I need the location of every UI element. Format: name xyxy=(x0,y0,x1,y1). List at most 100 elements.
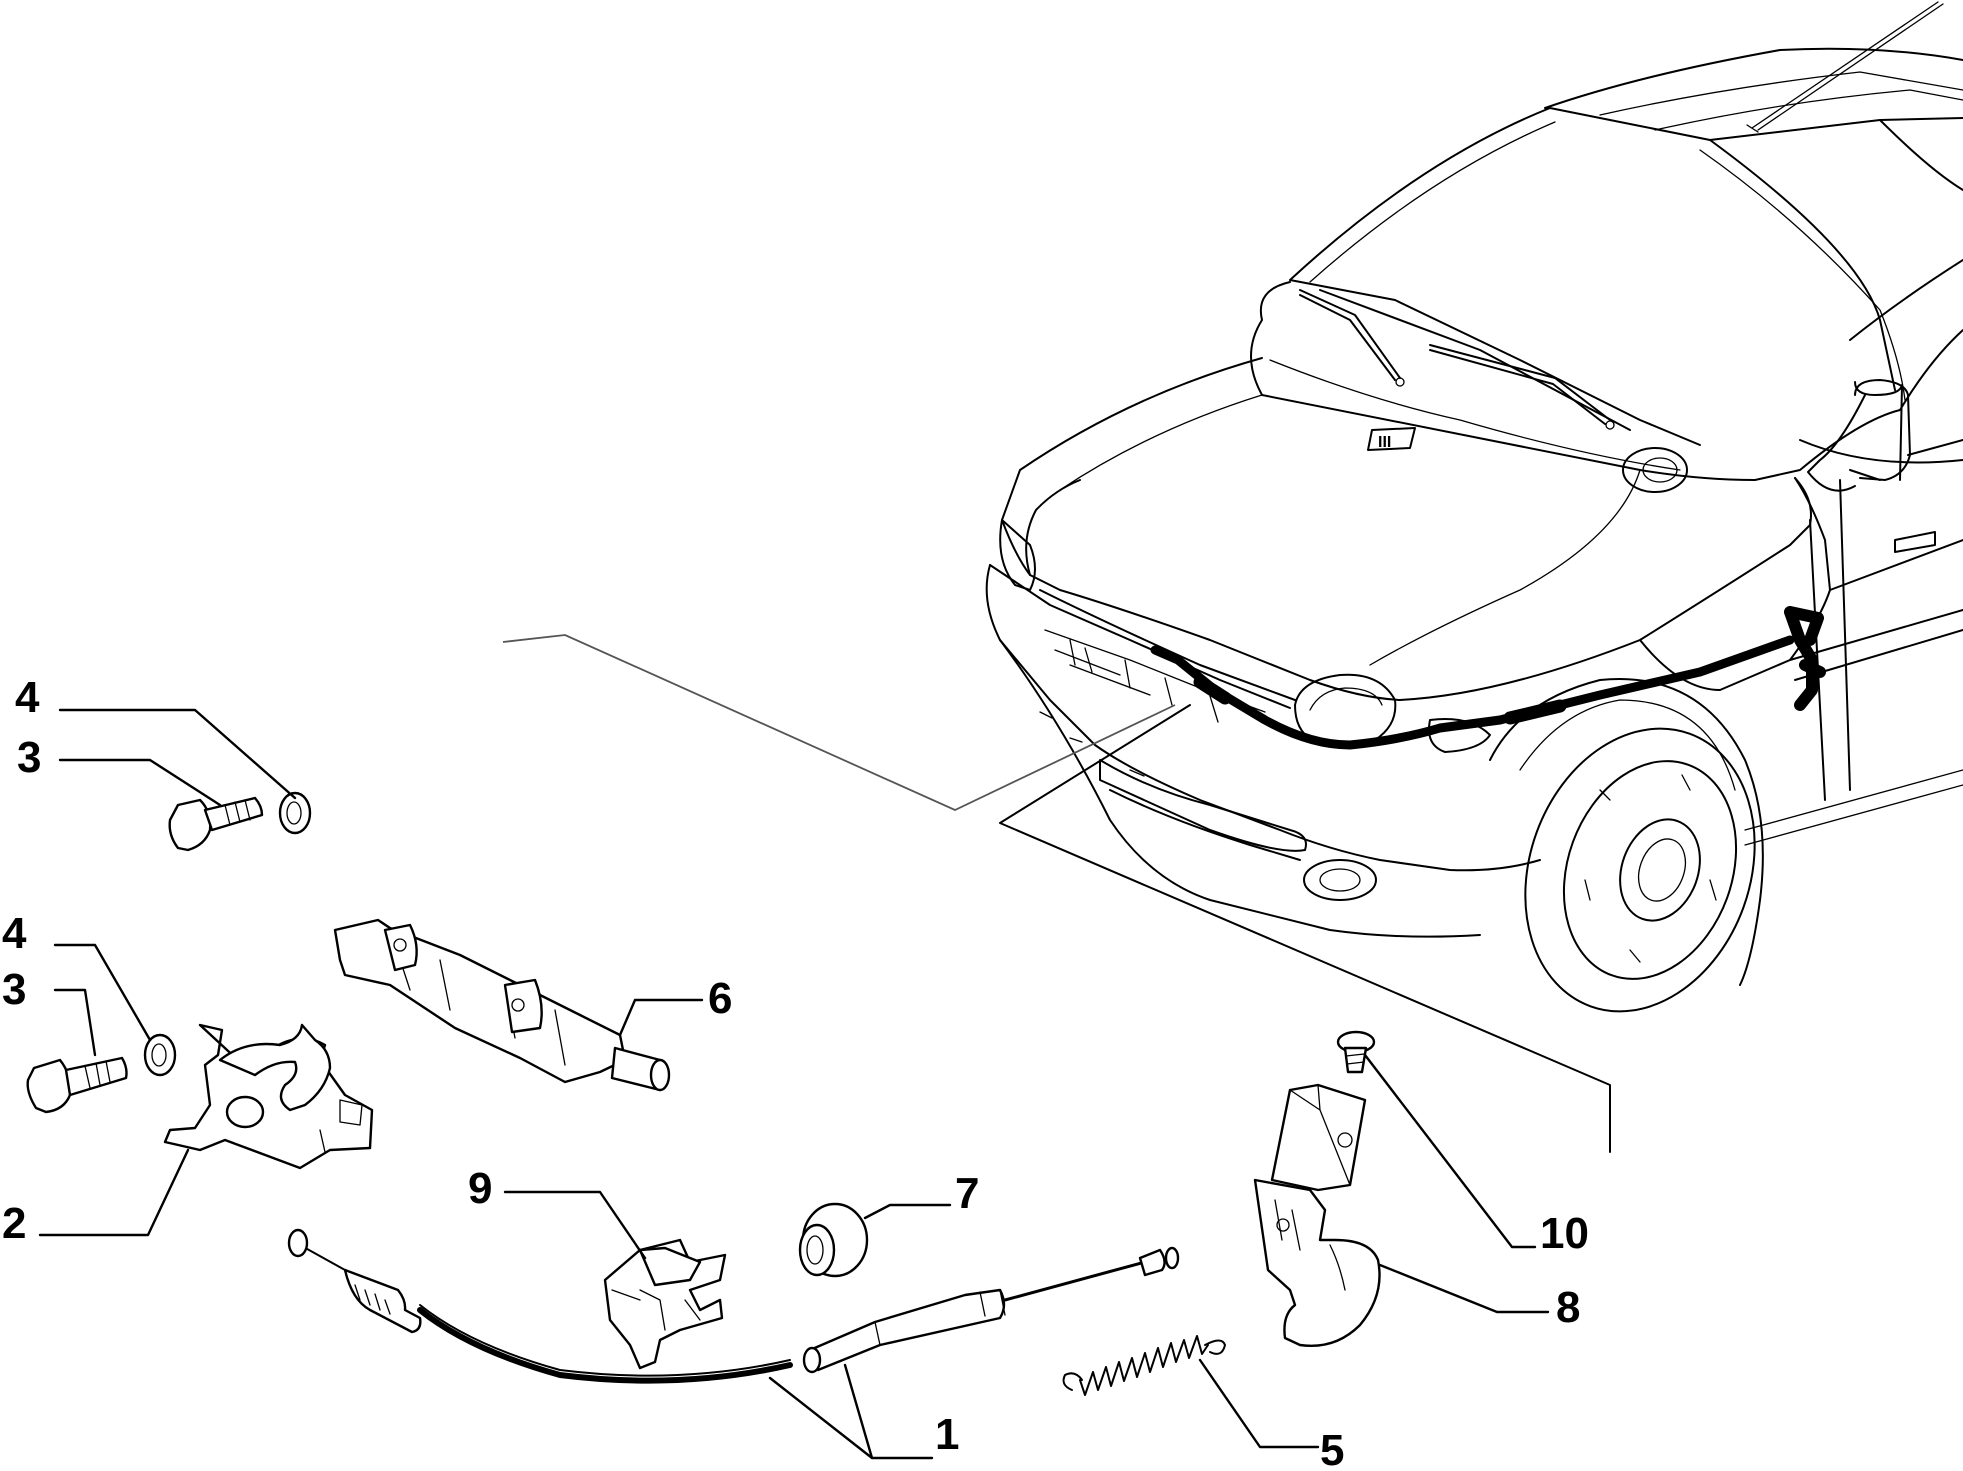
part-2-latch-bracket xyxy=(163,1023,374,1170)
part-10-screw xyxy=(1336,1030,1376,1074)
bumper-lower-edge xyxy=(999,639,1481,938)
front-wheel-slots xyxy=(1584,774,1717,963)
part-4-washer-lower xyxy=(143,1033,177,1077)
guide-hole-right xyxy=(511,998,525,1012)
guide-mount-left xyxy=(383,923,418,972)
callout-5: 5 xyxy=(1320,1426,1344,1466)
leader-lines xyxy=(38,708,1550,1460)
cable-sleeve-end xyxy=(802,1346,822,1374)
fog-lamp xyxy=(1303,859,1377,901)
cowl-lamp-inner xyxy=(1642,457,1678,483)
cable-sheath-highlight xyxy=(419,1304,791,1377)
cable-ferrule-thread xyxy=(354,1284,391,1315)
car-bonnet-edge xyxy=(1025,479,1296,701)
clip-detail xyxy=(611,1289,701,1331)
screw-shank xyxy=(1343,1046,1368,1074)
bolt-lower-shank xyxy=(64,1056,128,1097)
front-wheel-hub xyxy=(1619,818,1701,922)
side-mirror-housing xyxy=(1854,379,1911,481)
catch-arm-hole xyxy=(1276,1218,1290,1232)
bolt-upper-thread xyxy=(224,799,251,826)
installed-cable-sleeve xyxy=(1193,675,1567,725)
callout-labels: 4 3 4 3 2 6 9 7 10 8 5 1 xyxy=(2,673,1589,1471)
installed-release-cable xyxy=(1150,606,1826,750)
side-mirror xyxy=(1807,381,1903,492)
wiper-pivot-left xyxy=(1395,377,1405,387)
washer-upper-hole xyxy=(286,801,302,825)
cowl-lamp xyxy=(1622,447,1688,493)
cable-inner-wire-left xyxy=(299,1244,346,1271)
car-bonnet xyxy=(1001,357,1812,701)
part-8-safety-catch xyxy=(1253,1083,1381,1347)
car-a-pillar xyxy=(1709,119,1963,391)
headlamp-right-ring xyxy=(1309,687,1383,711)
bolt-lower-head xyxy=(26,1058,72,1114)
callout-3-lower: 3 xyxy=(2,965,26,1014)
leader-8 xyxy=(1378,1263,1550,1314)
catch-block-edge xyxy=(1289,1084,1351,1186)
car-side-body xyxy=(1789,439,1963,681)
cable-nipple-left xyxy=(287,1228,309,1258)
callout-1: 1 xyxy=(935,1410,959,1459)
bumper-holes xyxy=(1039,711,1145,777)
catch-block-hole xyxy=(1337,1132,1353,1148)
cable-inner-wire-right xyxy=(1003,1260,1147,1302)
car-windshield-inner xyxy=(1309,121,1906,401)
bolt-lower-thread xyxy=(84,1060,111,1089)
callout-2: 2 xyxy=(2,1199,26,1248)
clip-top xyxy=(638,1246,702,1287)
part-5-spring xyxy=(1062,1335,1226,1396)
callout-10: 10 xyxy=(1540,1209,1589,1258)
callout-8: 8 xyxy=(1556,1283,1580,1332)
fog-lamp-inner xyxy=(1319,868,1361,892)
guide-body xyxy=(333,918,627,1084)
wiper-right xyxy=(1429,344,1611,425)
wiper-left xyxy=(1299,289,1401,381)
cable-sleeve-right xyxy=(807,1288,1006,1372)
guide-pin-end xyxy=(649,1058,671,1092)
car-roof xyxy=(1544,47,1963,109)
car-logo xyxy=(1367,427,1416,451)
latch-hook xyxy=(218,1023,332,1112)
installed-cable-run xyxy=(1150,635,1795,750)
leader-2 xyxy=(38,1148,190,1237)
installed-cable-lever xyxy=(1784,606,1826,711)
part-4-washer-upper xyxy=(278,791,312,835)
bumper-top xyxy=(989,564,1291,709)
cable-nipple-right xyxy=(1138,1248,1166,1277)
car-windshield xyxy=(1289,107,1963,446)
cable-nipple-cap xyxy=(1164,1246,1180,1270)
part-3-bolt-upper xyxy=(168,796,264,852)
front-wheel-rim xyxy=(1562,760,1738,980)
leader-3-lower xyxy=(53,988,97,1057)
leader-7 xyxy=(863,1203,952,1220)
callout-4-upper: 4 xyxy=(15,673,40,722)
front-wheel-tyre xyxy=(1524,727,1756,1013)
car-sill xyxy=(1744,769,1963,846)
car-door-handle xyxy=(1894,531,1936,553)
grommet-hole xyxy=(806,1235,824,1265)
bolt-upper-shank xyxy=(203,796,264,832)
bumper-vents xyxy=(1069,639,1219,723)
washer-upper-outer xyxy=(278,791,312,835)
part-3-bolt-lower xyxy=(26,1056,128,1114)
washer-lower-hole xyxy=(151,1043,167,1067)
latch-pivot xyxy=(225,1095,265,1129)
wiper-pivot-right xyxy=(1605,420,1615,430)
wheel-arch-inner xyxy=(1519,699,1736,791)
leader-10 xyxy=(1363,1053,1537,1249)
bumper-slot-lower xyxy=(1109,789,1301,861)
latch-slot xyxy=(319,1099,363,1153)
car-logo-text: III xyxy=(1378,434,1391,451)
car-antenna xyxy=(1746,1,1944,133)
car-bonnet-crease xyxy=(1059,394,1641,666)
wheel-arch xyxy=(1489,678,1764,986)
car-cowl-line xyxy=(1269,359,1681,471)
spring-hook-left xyxy=(1062,1372,1083,1391)
callout-6: 6 xyxy=(708,974,732,1023)
car-rear-pillar xyxy=(1899,329,1963,456)
leader-5 xyxy=(1198,1358,1320,1449)
catch-arm xyxy=(1253,1178,1381,1347)
screw-thread xyxy=(1345,1053,1365,1065)
